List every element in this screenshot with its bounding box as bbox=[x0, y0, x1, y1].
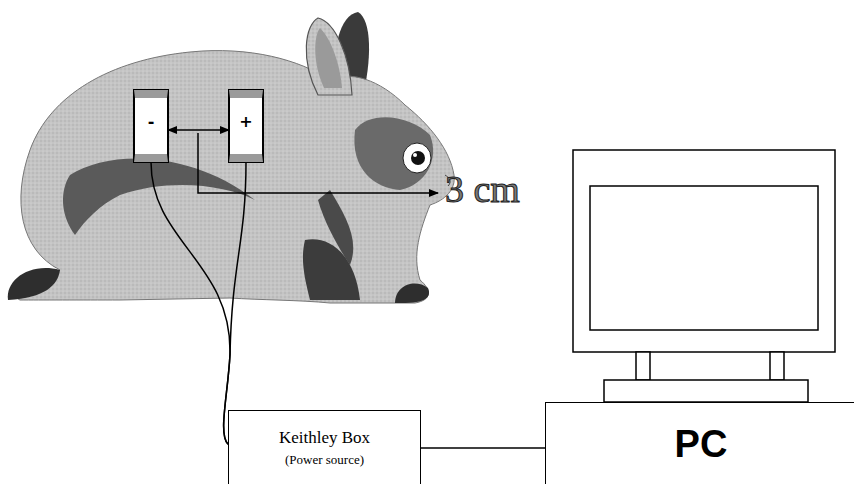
rabbit-ear-front bbox=[306, 18, 352, 95]
rabbit-eye bbox=[403, 143, 431, 173]
monitor-base bbox=[604, 380, 808, 402]
node-title: - bbox=[148, 112, 155, 131]
rabbit-chest-patch bbox=[303, 239, 360, 300]
power-source-box: Keithley Box (Power source) bbox=[228, 410, 421, 484]
dimension-arrow bbox=[168, 129, 229, 131]
node-title: Keithley Box bbox=[279, 428, 370, 448]
rabbit-front-paw bbox=[395, 283, 429, 303]
monitor-frame bbox=[573, 150, 835, 352]
rabbit-hind-foot bbox=[8, 268, 60, 300]
wire bbox=[224, 162, 246, 444]
node-subtitle: (Power source) bbox=[285, 452, 364, 468]
dimension-label: 3 cm bbox=[445, 170, 520, 208]
negative-electrode: - bbox=[134, 90, 168, 162]
rabbit-body bbox=[16, 51, 454, 303]
wire bbox=[151, 162, 230, 444]
wire bbox=[421, 447, 545, 449]
rabbit-haunch bbox=[63, 159, 255, 235]
node-title: + bbox=[239, 112, 252, 131]
rabbit-face-patch bbox=[354, 117, 433, 190]
monitor-neck bbox=[636, 352, 650, 380]
positive-electrode: + bbox=[229, 90, 263, 162]
pc-box: PC bbox=[545, 402, 854, 484]
monitor-neck bbox=[770, 352, 784, 380]
monitor-screen bbox=[590, 186, 818, 330]
node-title: PC bbox=[675, 423, 728, 466]
rabbit-ear-inner bbox=[315, 28, 342, 88]
